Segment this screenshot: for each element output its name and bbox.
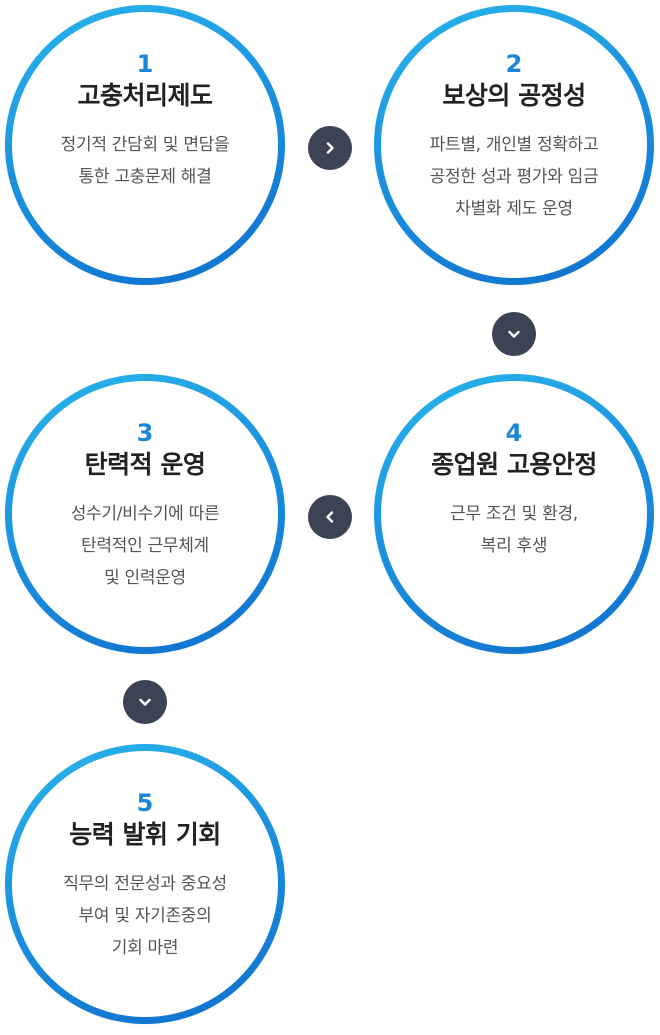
- step-description-line: 파트별, 개인별 정확하고: [429, 135, 599, 155]
- step-description-line: 직무의 전문성과 중요성: [63, 874, 227, 894]
- step-description: 근무 조건 및 환경, 복리 후생: [381, 498, 647, 562]
- chevron-down-icon: [139, 698, 151, 706]
- step-description-line: 차별화 제도 운영: [455, 199, 573, 219]
- chevron-down-icon: [508, 330, 520, 338]
- arrow-step3-to-step5: [123, 680, 167, 724]
- step-description-line: 정기적 간담회 및 면담을: [60, 135, 230, 155]
- step-number: 1: [136, 50, 154, 78]
- step-description-line: 통한 고충문제 해결: [78, 167, 212, 187]
- step-title: 종업원 고용안정: [431, 450, 597, 479]
- step-description-line: 공정한 성과 평가와 임금: [429, 167, 599, 187]
- chevron-right-icon: [326, 142, 334, 154]
- step-number: 2: [505, 50, 523, 78]
- step-description-line: 탄력적인 근무체계: [81, 536, 209, 556]
- step-description-line: 및 인력운영: [104, 568, 186, 588]
- step-title: 능력 발휘 기회: [69, 820, 221, 849]
- step-description-line: 근무 조건 및 환경,: [450, 504, 578, 524]
- step-number: 4: [505, 419, 523, 447]
- step-description-line: 기회 마련: [111, 938, 179, 958]
- arrow-step2-to-step4: [492, 312, 536, 356]
- step-3-circle: 3 탄력적 운영 성수기/비수기에 따른 탄력적인 근무체계 및 인력운영: [5, 374, 285, 654]
- step-description: 성수기/비수기에 따른 탄력적인 근무체계 및 인력운영: [12, 498, 278, 594]
- chevron-left-icon: [326, 511, 334, 523]
- step-title: 고충처리제도: [77, 81, 213, 110]
- arrow-step4-to-step3: [308, 495, 352, 539]
- step-number: 5: [136, 789, 154, 817]
- step-2-circle: 2 보상의 공정성 파트별, 개인별 정확하고 공정한 성과 평가와 임금 차별…: [374, 5, 654, 285]
- step-description: 직무의 전문성과 중요성 부여 및 자기존중의 기회 마련: [12, 868, 278, 964]
- step-title: 탄력적 운영: [84, 450, 206, 479]
- step-1-circle: 1 고충처리제도 정기적 간담회 및 면담을 통한 고충문제 해결: [5, 5, 285, 285]
- step-description-line: 성수기/비수기에 따른: [70, 504, 220, 524]
- step-title: 보상의 공정성: [442, 81, 586, 110]
- step-description-line: 복리 후생: [480, 536, 548, 556]
- step-5-circle: 5 능력 발휘 기회 직무의 전문성과 중요성 부여 및 자기존중의 기회 마련: [5, 744, 285, 1024]
- step-description-line: 부여 및 자기존중의: [78, 906, 212, 926]
- step-number: 3: [136, 419, 154, 447]
- step-4-circle: 4 종업원 고용안정 근무 조건 및 환경, 복리 후생: [374, 374, 654, 654]
- step-description: 파트별, 개인별 정확하고 공정한 성과 평가와 임금 차별화 제도 운영: [381, 129, 647, 225]
- step-description: 정기적 간담회 및 면담을 통한 고충문제 해결: [12, 129, 278, 193]
- arrow-step1-to-step2: [308, 126, 352, 170]
